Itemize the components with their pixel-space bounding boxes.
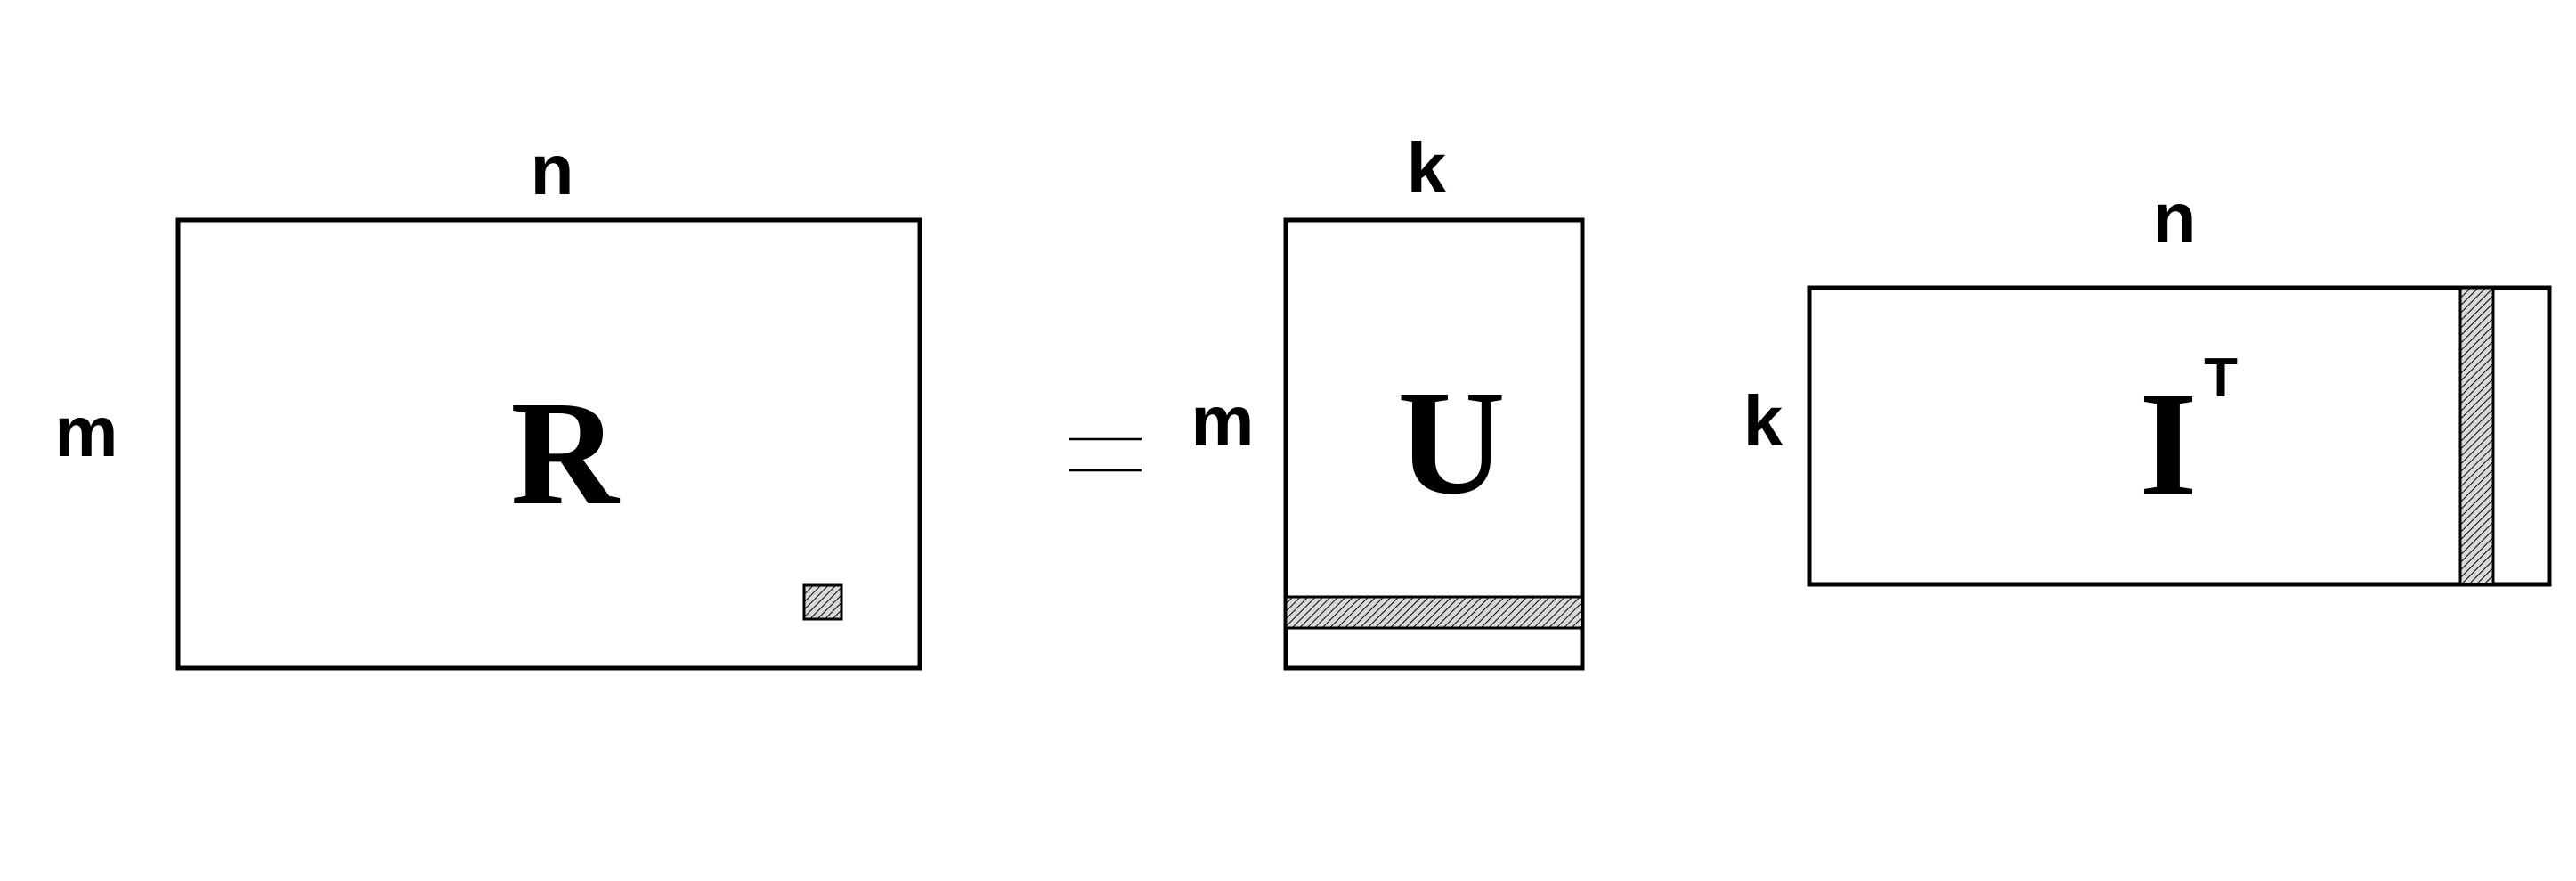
matrix-it-box xyxy=(1807,285,2552,587)
matrix-it-cols-label: n xyxy=(2153,178,2197,257)
matrix-r-cols-label: n xyxy=(531,130,574,209)
matrix-u-name: U xyxy=(1397,360,1505,526)
matrix-r-group: n m R xyxy=(54,130,922,671)
equals-sign xyxy=(1069,437,1142,472)
matrix-it-superscript: T xyxy=(2204,347,2238,409)
matrix-it-name: I xyxy=(2139,362,2197,527)
matrix-r-name: R xyxy=(510,371,620,536)
matrix-r-rows-label: m xyxy=(54,392,118,471)
matrix-r-box xyxy=(175,217,922,671)
matrix-u-group: k m U xyxy=(1190,128,1585,671)
matrix-u-cols-label: k xyxy=(1407,128,1447,208)
matrix-u-highlighted-row xyxy=(1284,595,1584,630)
matrix-u-rows-label: m xyxy=(1190,381,1254,461)
matrix-it-group: n k I T xyxy=(1743,178,2552,587)
matrix-r-highlighted-entry xyxy=(802,583,843,621)
matrix-it-rows-label: k xyxy=(1743,381,1784,461)
matrix-u-box xyxy=(1283,217,1585,671)
matrix-it-highlighted-column xyxy=(2458,286,2495,586)
